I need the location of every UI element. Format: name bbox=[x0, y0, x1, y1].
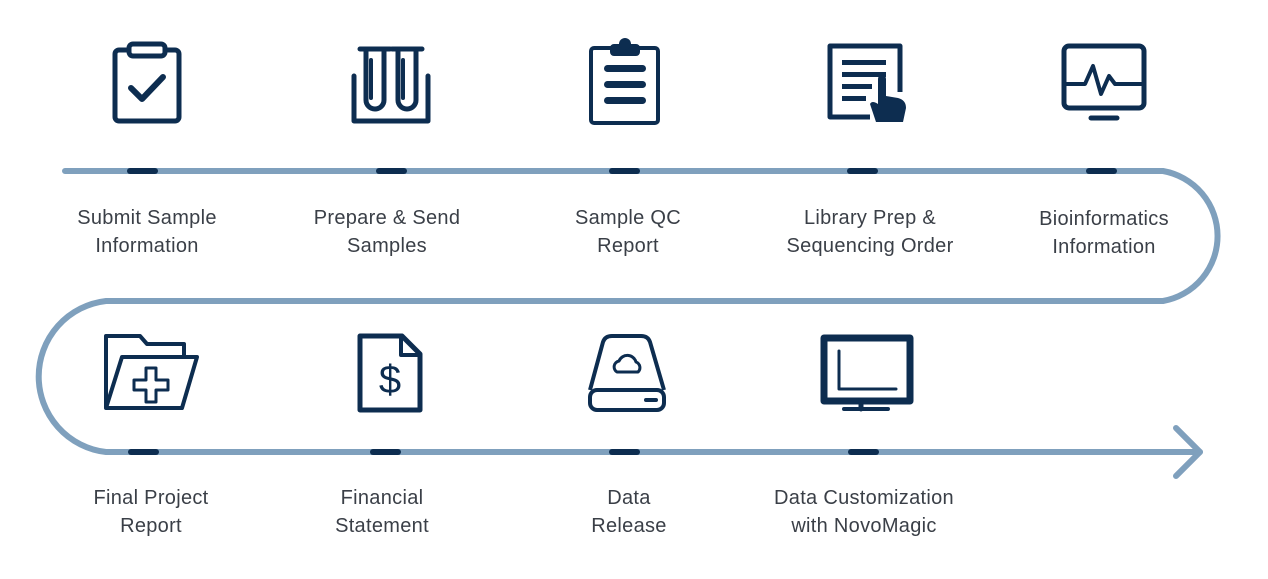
track-arrowhead bbox=[1173, 425, 1203, 479]
step-label-bioinformatics: Bioinformatics Information bbox=[984, 205, 1224, 261]
step-label-final-report: Final Project Report bbox=[31, 484, 271, 540]
test-tubes-icon bbox=[351, 46, 431, 124]
clipboard-check-icon bbox=[112, 41, 182, 124]
label-line: Sample QC bbox=[574, 207, 682, 229]
label-line: Report bbox=[120, 515, 182, 537]
label-line: Release bbox=[591, 515, 667, 537]
label-line: Data Customization bbox=[774, 487, 954, 509]
clipboard-list-icon bbox=[589, 38, 660, 125]
label-line: Sequencing Order bbox=[786, 235, 954, 257]
monitor-chart-icon bbox=[820, 334, 914, 412]
step-label-data-customization: Data Customization with NovoMagic bbox=[744, 484, 984, 540]
step-label-financial-statement: Financial Statement bbox=[262, 484, 502, 540]
label-line: Prepare & Send bbox=[313, 207, 461, 229]
label-line: Library Prep & bbox=[803, 207, 937, 229]
step-label-prepare-send: Prepare & Send Samples bbox=[267, 204, 507, 260]
label-line: Data bbox=[607, 487, 651, 509]
label-line: Statement bbox=[335, 515, 429, 537]
label-line: Samples bbox=[347, 235, 427, 257]
label-line: Final Project bbox=[93, 487, 209, 509]
label-line: Information bbox=[95, 235, 199, 257]
label-line: Information bbox=[1052, 236, 1156, 258]
step-label-submit-sample: Submit Sample Information bbox=[27, 204, 267, 260]
label-line: Bioinformatics bbox=[1039, 208, 1169, 230]
step-ticks bbox=[127, 168, 1117, 455]
label-line: with NovoMagic bbox=[791, 515, 937, 537]
label-line: Submit Sample bbox=[77, 207, 217, 229]
document-click-icon bbox=[827, 43, 906, 122]
label-line: Report bbox=[597, 235, 659, 257]
step-label-library-prep: Library Prep & Sequencing Order bbox=[750, 204, 990, 260]
cloud-drive-icon bbox=[588, 334, 666, 412]
step-label-data-release: Data Release bbox=[509, 484, 749, 540]
step-label-sample-qc: Sample QC Report bbox=[508, 204, 748, 260]
svg-text:$: $ bbox=[379, 358, 401, 402]
process-track bbox=[35, 168, 1221, 455]
dollar-document-icon: $ bbox=[357, 333, 423, 413]
label-line: Financial bbox=[340, 487, 424, 509]
medical-folder-icon bbox=[104, 334, 199, 410]
monitor-heartbeat-icon bbox=[1061, 43, 1147, 121]
